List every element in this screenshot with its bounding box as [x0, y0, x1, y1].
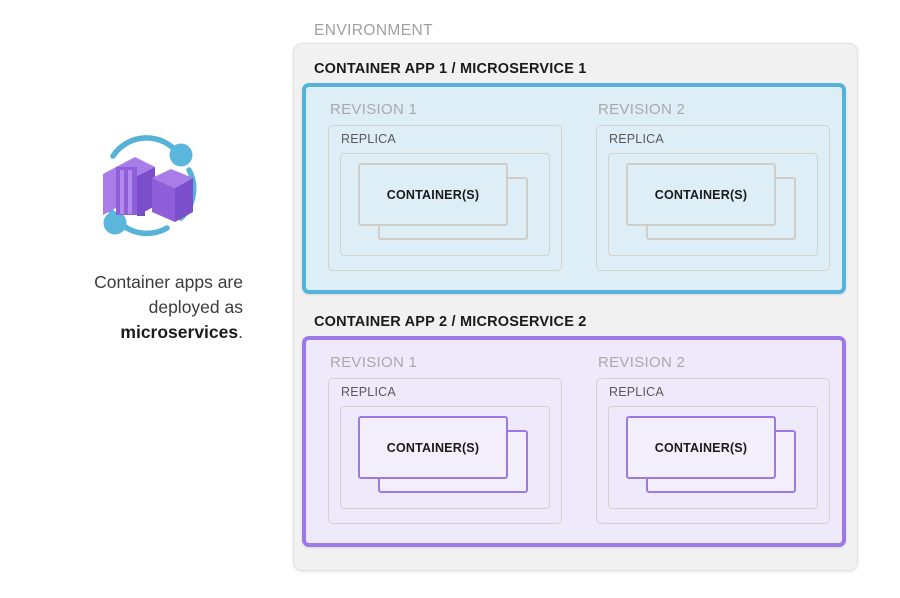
revision-title: REVISION 1 [330, 101, 418, 118]
left-panel: Container apps are deployed as microserv… [40, 130, 255, 345]
replica-inner-box: CONTAINER(S) [608, 406, 818, 509]
container-label: CONTAINER(S) [386, 440, 480, 455]
caption-line-3: microservices. [40, 320, 243, 345]
app2-revision-1: REVISION 1 REPLICA CONTAINER(S) [316, 348, 574, 534]
container-label: CONTAINER(S) [654, 440, 748, 455]
container-stack: CONTAINER(S) [341, 407, 549, 508]
environment-label: ENVIRONMENT [314, 22, 433, 39]
replica-title: REPLICA [341, 385, 396, 399]
container-app-2-label: CONTAINER APP 2 / MICROSERVICE 2 [314, 314, 587, 330]
replica-box: REPLICA CONTAINER(S) [596, 125, 830, 271]
replica-inner-box: CONTAINER(S) [608, 153, 818, 256]
revision-title: REVISION 1 [330, 354, 418, 371]
container-box-front: CONTAINER(S) [358, 416, 508, 479]
caption-text: Container apps are deployed as microserv… [40, 270, 255, 345]
revision-title: REVISION 2 [598, 354, 686, 371]
app1-revision-2: REVISION 2 REPLICA CONTAINER(S) [584, 95, 842, 281]
app2-revision-2: REVISION 2 REPLICA CONTAINER(S) [584, 348, 842, 534]
replica-box: REPLICA CONTAINER(S) [328, 125, 562, 271]
app1-revision-1: REVISION 1 REPLICA CONTAINER(S) [316, 95, 574, 281]
replica-box: REPLICA CONTAINER(S) [328, 378, 562, 524]
caption-line-1: Container apps are [94, 272, 243, 292]
caption-line-2: deployed as [148, 297, 243, 317]
replica-title: REPLICA [341, 132, 396, 146]
replica-title: REPLICA [609, 385, 664, 399]
replica-title: REPLICA [609, 132, 664, 146]
container-app-2-box: REVISION 1 REPLICA CONTAINER(S) REVISION… [302, 336, 846, 547]
container-box-front: CONTAINER(S) [358, 163, 508, 226]
container-stack: CONTAINER(S) [609, 154, 817, 255]
revision-title: REVISION 2 [598, 101, 686, 118]
azure-container-apps-icon [89, 130, 207, 248]
replica-inner-box: CONTAINER(S) [340, 153, 550, 256]
container-box-front: CONTAINER(S) [626, 416, 776, 479]
container-stack: CONTAINER(S) [609, 407, 817, 508]
container-box-front: CONTAINER(S) [626, 163, 776, 226]
caption-bold-word: microservices [120, 322, 239, 342]
container-app-1-box: REVISION 1 REPLICA CONTAINER(S) REVISION… [302, 83, 846, 294]
caption-period: . [238, 322, 243, 342]
container-label: CONTAINER(S) [386, 187, 480, 202]
replica-inner-box: CONTAINER(S) [340, 406, 550, 509]
container-stack: CONTAINER(S) [341, 154, 549, 255]
container-label: CONTAINER(S) [654, 187, 748, 202]
replica-box: REPLICA CONTAINER(S) [596, 378, 830, 524]
container-app-1-label: CONTAINER APP 1 / MICROSERVICE 1 [314, 61, 587, 77]
